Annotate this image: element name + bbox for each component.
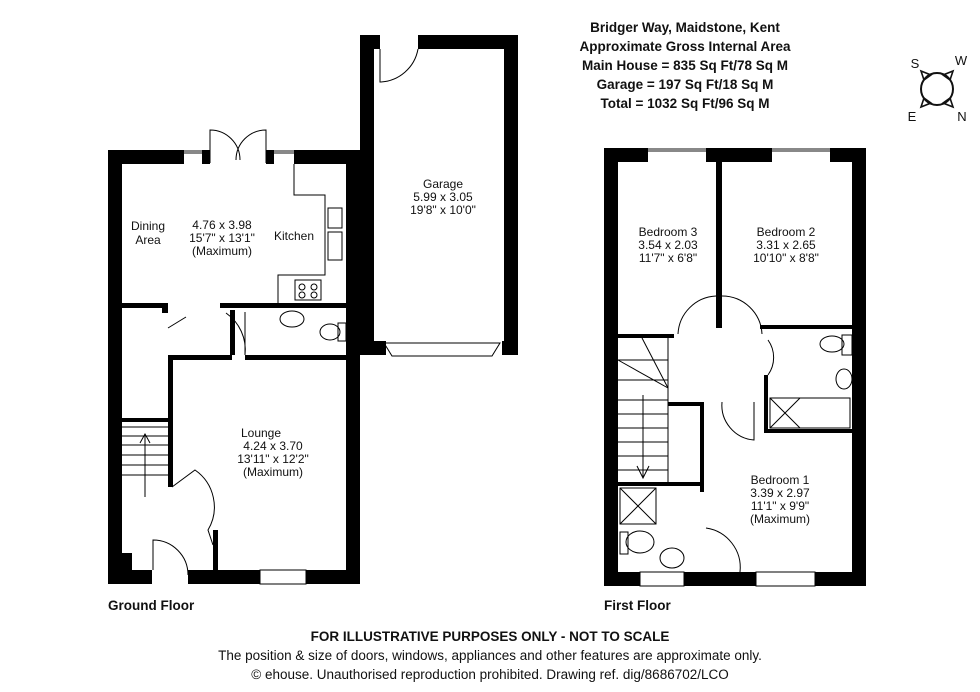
compass-icon: S W E N xyxy=(908,53,968,124)
bedroom1-dims-ft: 11'1" x 9'9" xyxy=(751,499,809,513)
ground-floor-label: Ground Floor xyxy=(108,598,195,613)
bedroom3-dims-m: 3.54 x 2.03 xyxy=(638,238,698,252)
kitchen-dining-note: (Maximum) xyxy=(192,244,252,258)
bedroom2-label: Bedroom 2 xyxy=(757,225,816,239)
bedroom2-dims-ft: 10'10" x 8'8" xyxy=(753,251,819,265)
first-floor-plan xyxy=(604,148,866,587)
main-house-area: Main House = 835 Sq Ft/78 Sq M xyxy=(582,58,788,73)
not-to-scale-notice: FOR ILLUSTRATIVE PURPOSES ONLY - NOT TO … xyxy=(310,629,670,644)
bedroom1-note: (Maximum) xyxy=(750,512,810,526)
address-title: Bridger Way, Maidstone, Kent xyxy=(590,20,780,35)
garage-area: Garage = 197 Sq Ft/18 Sq M xyxy=(596,77,774,92)
room-labels: Dining Area 4.76 x 3.98 15'7" x 13'1" (M… xyxy=(131,177,819,526)
bedroom1-dims-m: 3.39 x 2.97 xyxy=(750,486,810,500)
garage-dims-ft: 19'8" x 10'0" xyxy=(410,203,476,217)
area-subtitle: Approximate Gross Internal Area xyxy=(579,39,791,54)
property-header: Bridger Way, Maidstone, Kent Approximate… xyxy=(540,18,830,113)
lounge-dims-ft: 13'11" x 12'2" xyxy=(237,452,309,466)
compass-north-label: N xyxy=(957,109,966,124)
compass-south-label: S xyxy=(911,56,920,71)
bedroom3-dims-ft: 11'7" x 6'8" xyxy=(639,251,697,265)
garage-label: Garage xyxy=(423,177,463,191)
kitchen-label: Kitchen xyxy=(274,229,314,243)
bedroom2-dims-m: 3.31 x 2.65 xyxy=(756,238,816,252)
kitchen-dining-dims-m: 4.76 x 3.98 xyxy=(192,218,252,232)
compass-west-label: W xyxy=(955,53,968,68)
first-floor-label: First Floor xyxy=(604,598,671,613)
footer-disclaimer: FOR ILLUSTRATIVE PURPOSES ONLY - NOT TO … xyxy=(0,627,980,684)
ground-floor-plan xyxy=(108,35,518,585)
bedroom1-label: Bedroom 1 xyxy=(751,473,810,487)
ground-floor-fixtures xyxy=(122,48,501,576)
approximate-notice: The position & size of doors, windows, a… xyxy=(218,648,762,663)
copyright-notice: © ehouse. Unauthorised reproduction proh… xyxy=(251,667,729,682)
total-area: Total = 1032 Sq Ft/96 Sq M xyxy=(600,96,770,111)
dining-label-line1: Dining xyxy=(131,219,165,233)
garage-dims-m: 5.99 x 3.05 xyxy=(413,190,473,204)
lounge-label: Lounge xyxy=(241,426,281,440)
dining-label-line2: Area xyxy=(135,233,161,247)
compass-east-label: E xyxy=(908,109,917,124)
first-floor-fixtures xyxy=(617,295,853,573)
bedroom3-label: Bedroom 3 xyxy=(639,225,698,239)
lounge-dims-m: 4.24 x 3.70 xyxy=(243,439,303,453)
lounge-note: (Maximum) xyxy=(243,465,303,479)
kitchen-dining-dims-ft: 15'7" x 13'1" xyxy=(189,231,255,245)
